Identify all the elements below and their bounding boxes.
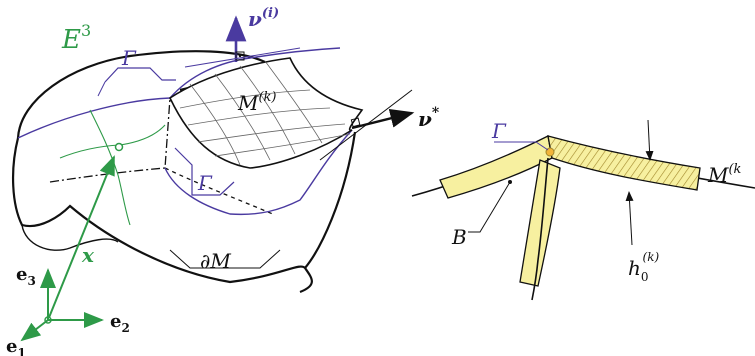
interface-curve-lower	[164, 129, 353, 216]
basis-e1-label: e1	[6, 336, 26, 356]
tangent-line-right	[319, 89, 413, 161]
point-marker	[114, 142, 124, 152]
shell-right-edge	[304, 131, 357, 269]
right-figure: Γ B h0(k) M(k	[411, 119, 755, 301]
basis-frame: e3 e2 e1	[6, 264, 130, 356]
gamma-top-label: Γ	[121, 46, 137, 70]
boundary-label: ∂M	[200, 249, 231, 273]
position-label: x	[81, 243, 95, 267]
boundary-normal-vector	[351, 108, 415, 130]
space-label: E3	[61, 21, 91, 55]
region-label: B	[451, 225, 467, 249]
right-shell-strip	[547, 135, 701, 191]
boundary-normal-label: ν*	[418, 105, 440, 131]
patch-grid	[179, 60, 351, 166]
basis-e2-label: e2	[110, 311, 130, 335]
normal-label: ν(i)	[248, 6, 279, 31]
thickness-label: h0(k)	[628, 250, 659, 284]
left-figure: x e3 e2 e1 E3 ν(i)	[6, 6, 440, 356]
patch-label-right: M(k	[707, 162, 742, 187]
coordinate-curves	[59, 109, 166, 226]
gamma-bottom-bracket	[174, 147, 235, 196]
hidden-edge-1	[49, 97, 171, 183]
hidden-edge-2	[164, 167, 276, 216]
tangent-line-top	[184, 47, 301, 68]
thickness-arrow-bottom	[625, 191, 634, 246]
patch-label: M(k)	[237, 90, 277, 115]
position-vector	[47, 155, 115, 321]
region-leader	[468, 181, 511, 233]
down-shell-strip	[519, 159, 561, 287]
gamma-right-leader	[494, 141, 549, 151]
interface-curve-top	[169, 47, 341, 99]
boundary-bracket	[169, 249, 281, 269]
down-midline	[531, 157, 549, 301]
basis-e3-label: e3	[16, 264, 36, 288]
gamma-top-bracket	[104, 67, 176, 83]
shell-left-flap	[21, 224, 119, 251]
thickness-arrow-top	[645, 119, 654, 161]
gamma-right-label: Γ	[491, 119, 507, 143]
gamma-bottom-label: Γ	[197, 171, 213, 195]
